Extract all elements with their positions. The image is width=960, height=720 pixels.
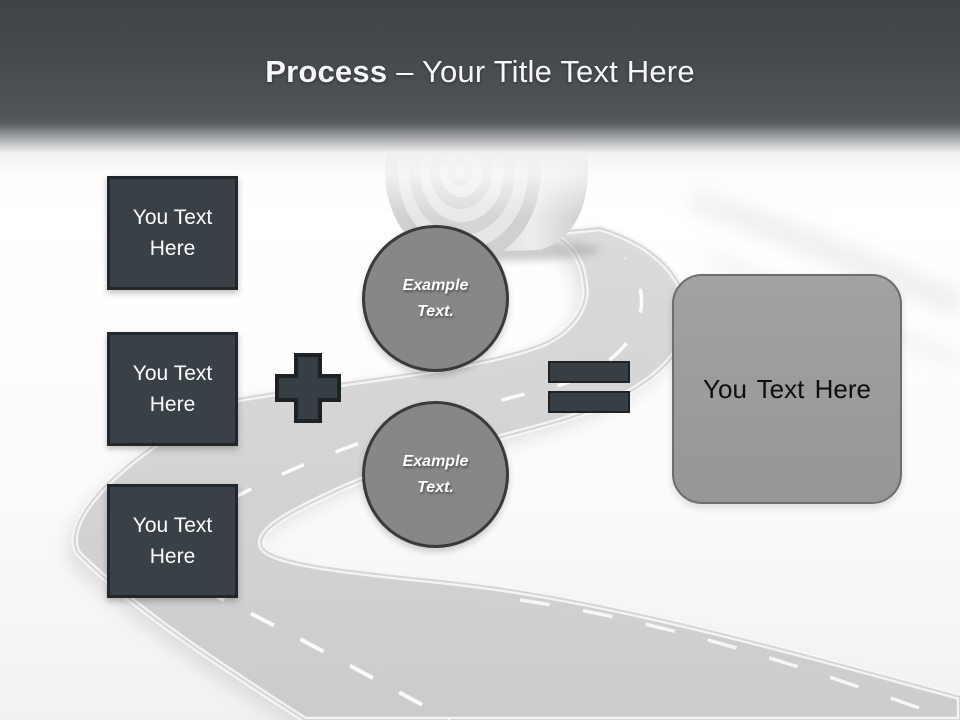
- example-circle-2[interactable]: Example Text.: [362, 401, 509, 548]
- text-placeholder-box-1[interactable]: You Text Here: [107, 176, 238, 290]
- title-subtitle: – Your Title Text Here: [396, 54, 695, 89]
- circle-label: Example Text.: [402, 276, 469, 320]
- circle-label: Example Text.: [402, 452, 469, 496]
- title-keyword: Process: [265, 54, 388, 89]
- result-box[interactable]: You Text Here: [672, 274, 902, 504]
- result-label: You Text Here: [703, 373, 871, 404]
- slide-title[interactable]: Process– Your Title Text Here: [0, 54, 960, 90]
- plus-icon: [275, 353, 341, 423]
- text-placeholder-box-2[interactable]: You Text Here: [107, 332, 238, 446]
- box-label: You Text Here: [132, 361, 213, 417]
- example-circle-1[interactable]: Example Text.: [362, 225, 509, 372]
- box-label: You Text Here: [132, 205, 213, 261]
- text-placeholder-box-3[interactable]: You Text Here: [107, 484, 238, 598]
- box-label: You Text Here: [132, 513, 213, 569]
- equals-bar-bottom: [548, 391, 630, 413]
- equals-bar-top: [548, 361, 630, 383]
- equals-icon: [548, 361, 630, 413]
